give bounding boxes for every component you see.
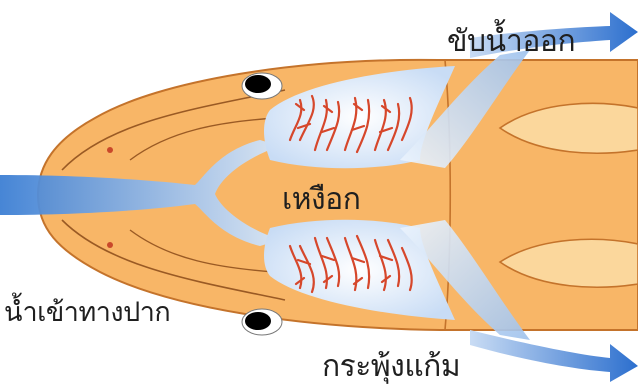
eye-bottom [242,309,282,335]
label-cheek-pouch: กระพุ้งแก้ม [322,343,460,390]
water-out-arrow-bottom [470,330,638,382]
nostril-top [107,147,113,153]
eye-top [242,73,282,99]
label-water-out: ขับน้ำออก [447,18,575,65]
label-water-in-mouth: น้ำเข้าทางปาก [4,290,170,333]
label-gills: เหงือก [282,176,360,223]
nostril-bottom [107,242,113,248]
